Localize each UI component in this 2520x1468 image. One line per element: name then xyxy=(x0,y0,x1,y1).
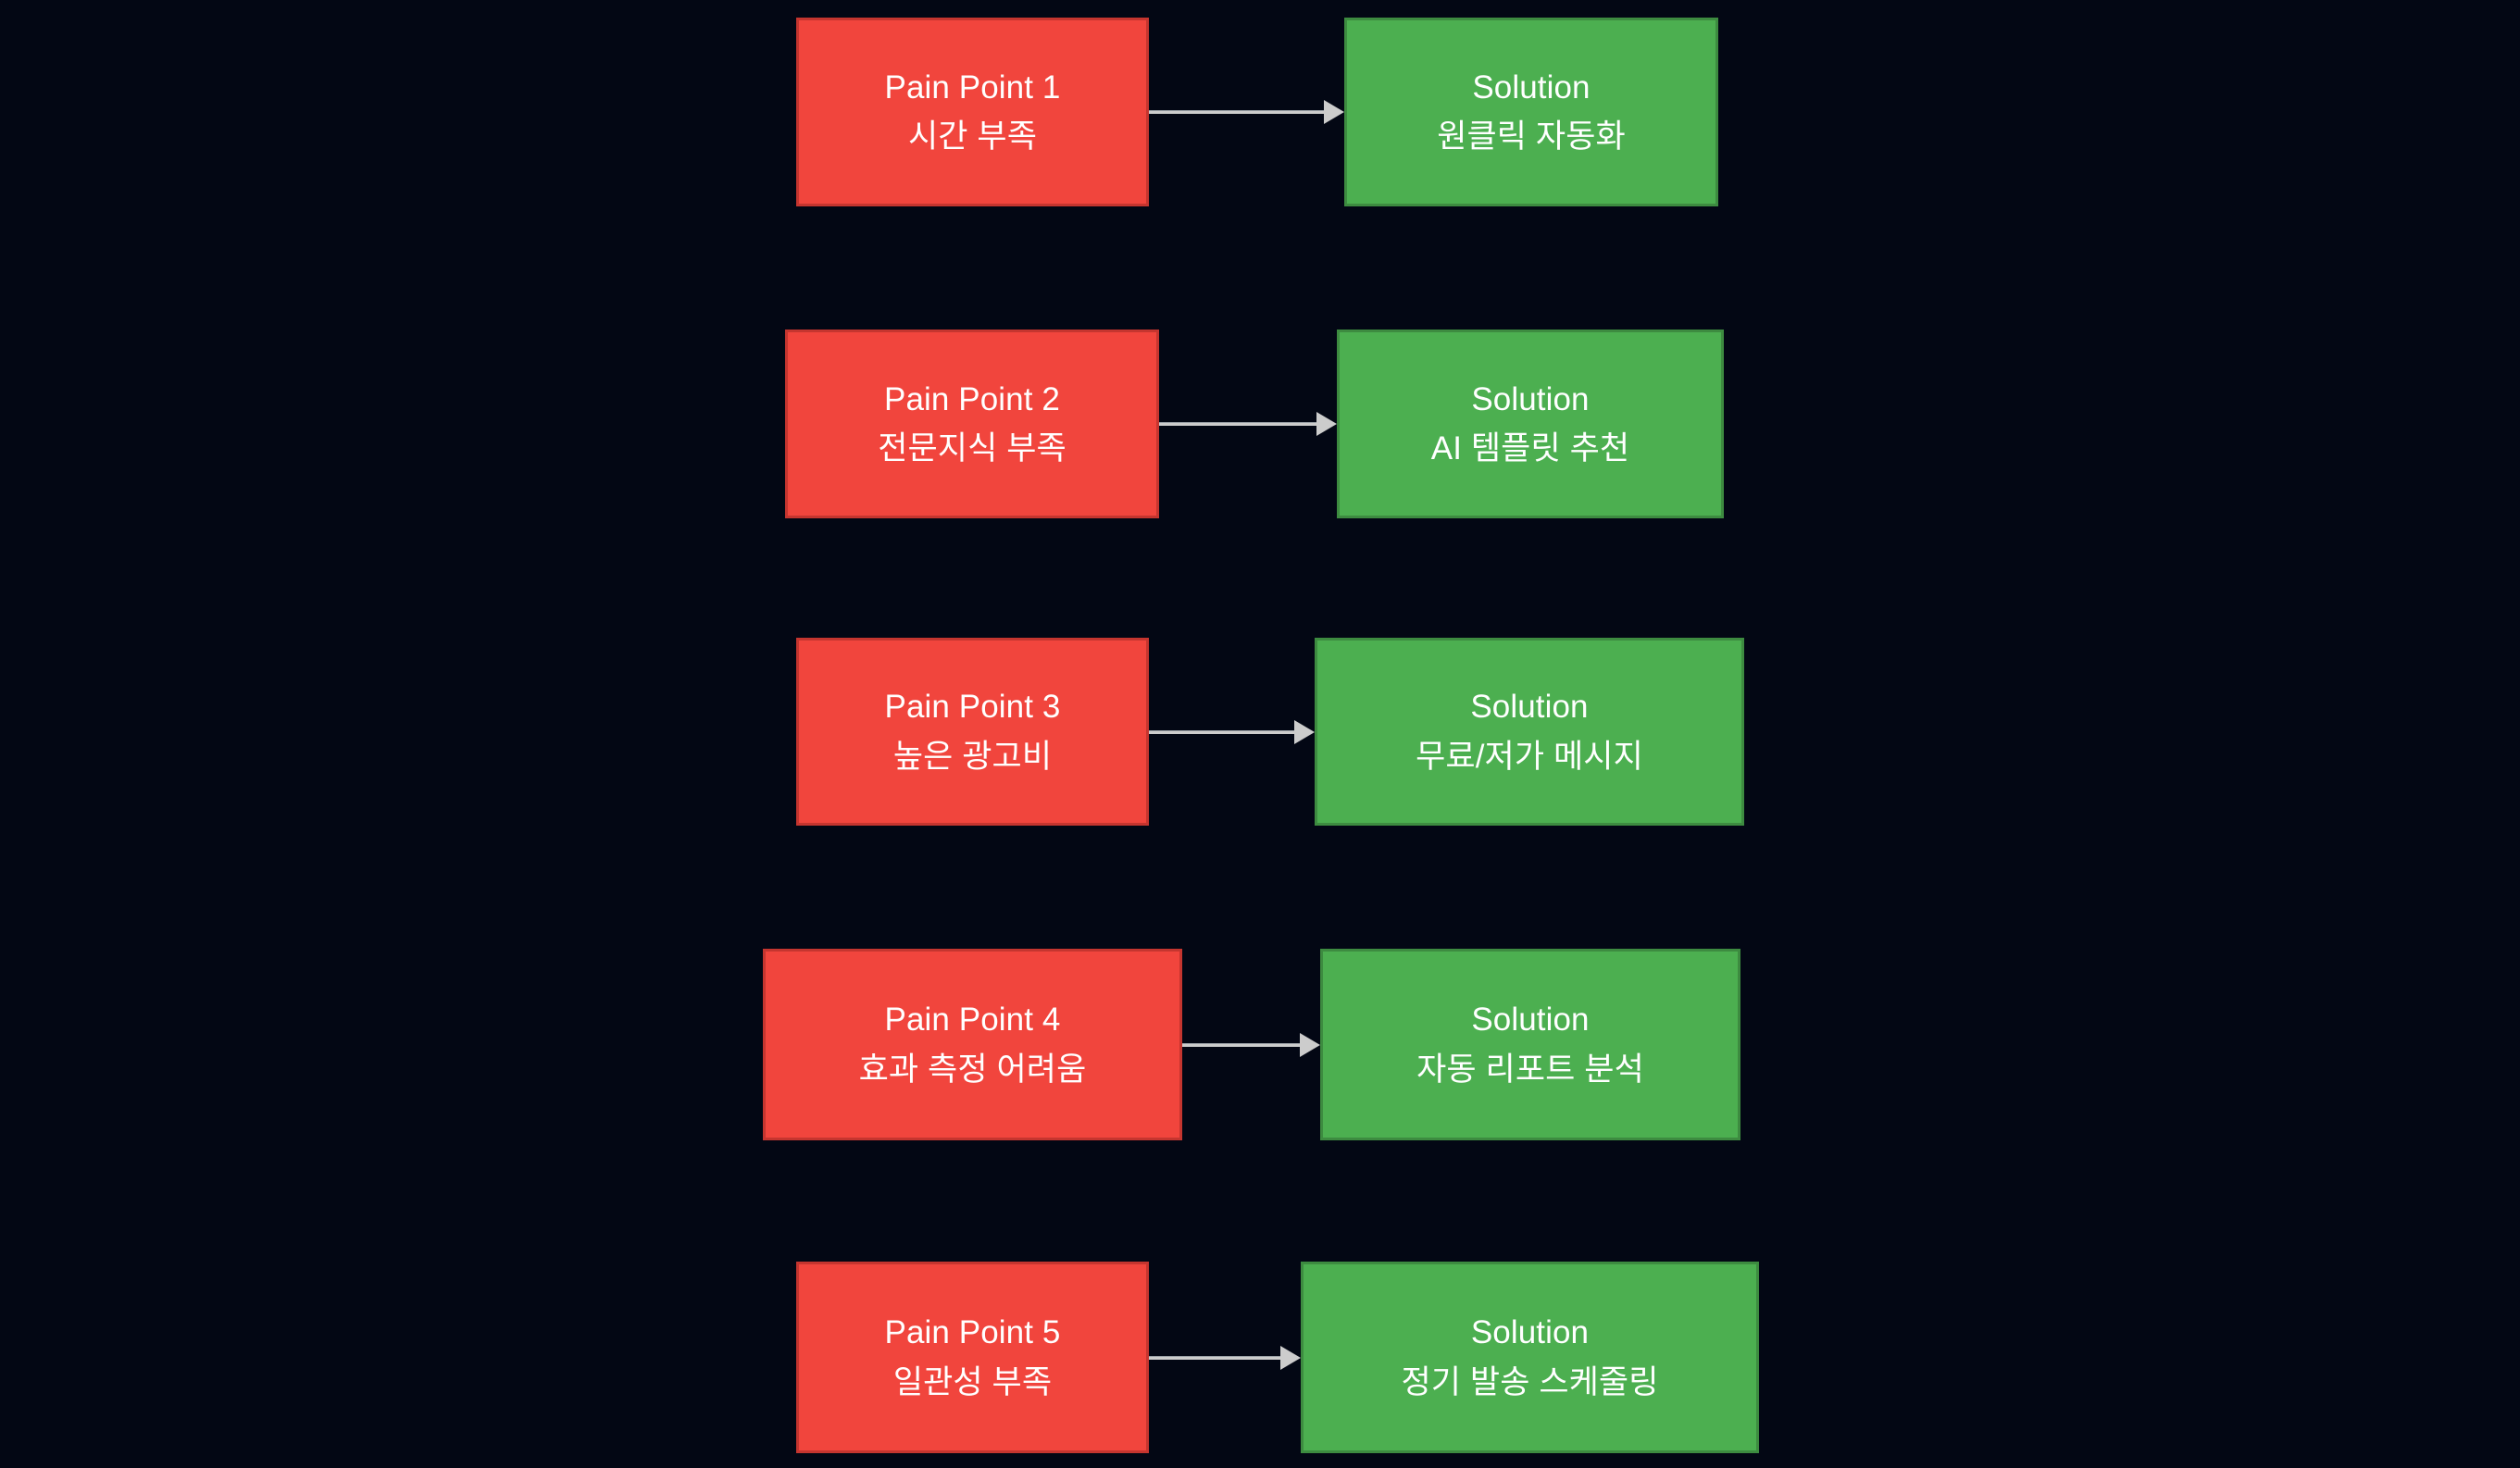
arrow-right-icon xyxy=(1159,405,1337,442)
solution-title: Solution xyxy=(1471,380,1590,417)
pain-point-node[interactable]: Pain Point 3 높은 광고비 xyxy=(796,638,1149,826)
pain-point-detail: 시간 부족 xyxy=(907,118,1038,155)
arrow-shaft xyxy=(1182,1042,1301,1047)
pain-point-title: Pain Point 3 xyxy=(884,689,1061,726)
solution-node[interactable]: Solution AI 템플릿 추천 xyxy=(1337,330,1724,518)
arrow-head xyxy=(1316,412,1337,436)
solution-detail: 자동 리포트 분석 xyxy=(1416,1051,1644,1088)
pain-point-detail: 전문지식 부족 xyxy=(878,430,1067,467)
pain-point-title: Pain Point 1 xyxy=(884,68,1061,106)
arrow-head xyxy=(1300,1032,1320,1057)
solution-node[interactable]: Solution 원클릭 자동화 xyxy=(1344,18,1718,206)
solution-title: Solution xyxy=(1472,68,1591,106)
arrow-head xyxy=(1280,1345,1301,1370)
solution-detail: 정기 발송 스케줄링 xyxy=(1401,1363,1659,1400)
arrow-right-icon xyxy=(1149,93,1344,131)
solution-detail: 무료/저가 메시지 xyxy=(1416,738,1643,775)
pain-point-node[interactable]: Pain Point 1 시간 부족 xyxy=(796,18,1149,206)
pain-point-node[interactable]: Pain Point 5 일관성 부족 xyxy=(796,1262,1149,1453)
pain-point-node[interactable]: Pain Point 4 효과 측정 어려움 xyxy=(763,949,1182,1140)
arrow-right-icon xyxy=(1149,714,1315,751)
pain-point-title: Pain Point 5 xyxy=(884,1314,1061,1351)
arrow-shaft xyxy=(1159,422,1317,426)
arrow-head xyxy=(1294,719,1315,744)
flow-row: Pain Point 2 전문지식 부족 Solution AI 템플릿 추천 xyxy=(0,330,2509,518)
solution-detail: 원클릭 자동화 xyxy=(1437,118,1626,155)
solution-node[interactable]: Solution 무료/저가 메시지 xyxy=(1315,638,1744,826)
pain-point-detail: 일관성 부족 xyxy=(892,1363,1053,1400)
arrow-head xyxy=(1324,100,1344,124)
arrow-shaft xyxy=(1149,110,1325,114)
arrow-shaft xyxy=(1149,729,1295,734)
flow-row: Pain Point 4 효과 측정 어려움 Solution 자동 리포트 분… xyxy=(0,949,2503,1140)
pain-point-detail: 높은 광고비 xyxy=(892,738,1053,775)
pain-point-title: Pain Point 4 xyxy=(884,1001,1061,1039)
solution-node[interactable]: Solution 정기 발송 스케줄링 xyxy=(1301,1262,1759,1453)
arrow-shaft xyxy=(1149,1355,1281,1360)
solution-node[interactable]: Solution 자동 리포트 분석 xyxy=(1320,949,1740,1140)
arrow-right-icon xyxy=(1149,1339,1301,1376)
pain-point-node[interactable]: Pain Point 2 전문지식 부족 xyxy=(785,330,1159,518)
pain-point-detail: 효과 측정 어려움 xyxy=(858,1051,1087,1088)
flow-row: Pain Point 1 시간 부족 Solution 원클릭 자동화 xyxy=(0,18,2514,206)
solution-title: Solution xyxy=(1470,1314,1590,1351)
flow-row: Pain Point 5 일관성 부족 Solution 정기 발송 스케줄링 xyxy=(0,1262,2520,1453)
flow-row: Pain Point 3 높은 광고비 Solution 무료/저가 메시지 xyxy=(0,638,2520,826)
solution-detail: AI 템플릿 추천 xyxy=(1430,430,1630,467)
solution-title: Solution xyxy=(1471,1001,1590,1039)
solution-title: Solution xyxy=(1470,689,1589,726)
arrow-right-icon xyxy=(1182,1026,1320,1064)
pain-point-title: Pain Point 2 xyxy=(884,380,1060,417)
